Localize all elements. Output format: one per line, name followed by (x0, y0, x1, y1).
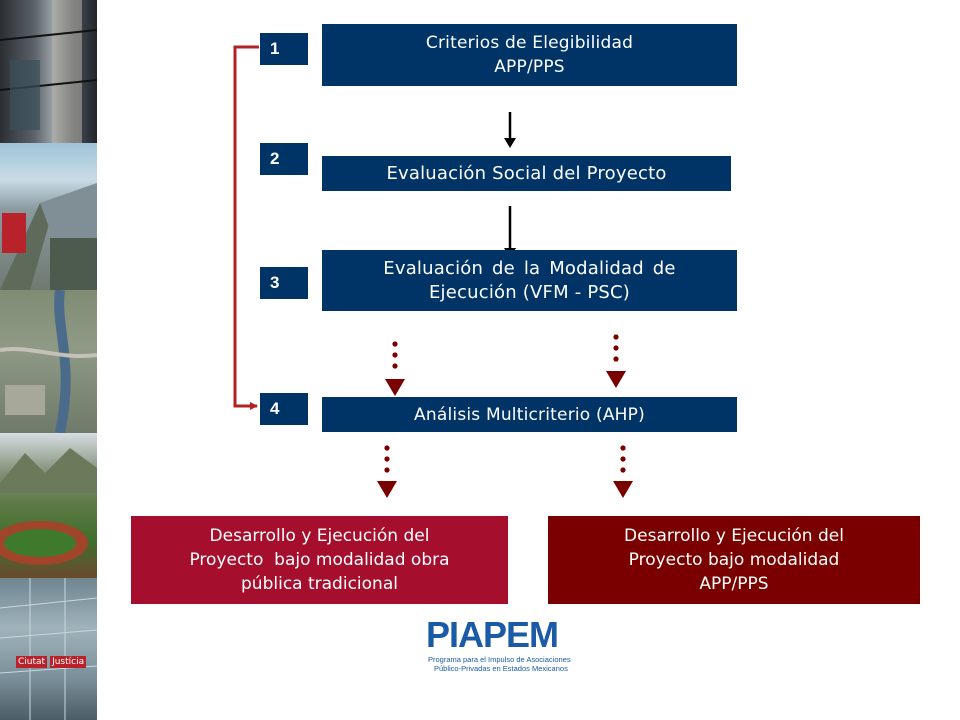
step-box-social-evaluation: Evaluación Social del Proyecto (322, 156, 731, 191)
outcome-traditional-line3: pública tradicional (241, 574, 398, 594)
outcome-app-pps: Desarrollo y Ejecución del Proyecto bajo… (548, 516, 920, 604)
outcome-traditional-line2: Proyecto bajo modalidad obra (189, 550, 450, 570)
photo-justice-building: Ciutat Justícia (0, 578, 97, 720)
photo-strip: Ciutat Justícia (0, 0, 97, 720)
logo-subtitle-line1: Programa para el Impulso de Asociaciones (428, 655, 571, 664)
photo-building-interior (0, 0, 97, 143)
step-number-4: 4 (260, 393, 308, 425)
piapem-logo: PIAPEM Programa para el Impulso de Asoci… (426, 615, 586, 675)
step-box-multicriteria-analysis: Análisis Multicriterio (AHP) (322, 397, 737, 432)
step-number-3: 3 (260, 267, 308, 299)
photo-caption-justicia: Justícia (50, 656, 87, 668)
photo-aerial-river-city (0, 290, 97, 433)
step-box-modality-evaluation: Evaluación de la Modalidad de Ejecución … (322, 250, 737, 311)
outcome-app-line1: Desarrollo y Ejecución del (624, 526, 844, 546)
outcome-app-line3: APP/PPS (699, 574, 769, 594)
dotted-arrow-left-upper (385, 341, 405, 396)
step-3-label-line1: Evaluación de la Modalidad de (383, 257, 676, 279)
step-1-label-line1: Criterios de Elegibilidad (425, 33, 634, 53)
outcome-traditional-public-works: Desarrollo y Ejecución del Proyecto bajo… (131, 516, 508, 604)
step-box-eligibility-criteria: Criterios de Elegibilidad APP/PPS (322, 24, 737, 86)
photo-caption-ciutat: Ciutat (16, 656, 48, 668)
step-1-label-line2: APP/PPS (494, 57, 565, 77)
step-4-label: Análisis Multicriterio (AHP) (414, 404, 645, 425)
dotted-arrow-right-lower (613, 445, 633, 498)
logo-subtitle-line2: Público-Privadas en Estados Mexicanos (434, 664, 568, 673)
dotted-arrow-right-upper (606, 334, 626, 388)
dotted-arrow-left-lower (377, 445, 397, 498)
outcome-traditional-line1: Desarrollo y Ejecución del (209, 526, 430, 546)
step-2-label: Evaluación Social del Proyecto (386, 162, 667, 184)
step-3-label-line2: Ejecución (VFM - PSC) (428, 281, 631, 303)
arrow-1-to-2 (504, 112, 516, 148)
step-number-2: 2 (260, 143, 308, 175)
logo-title: PIAPEM (426, 614, 559, 655)
photo-bus-station (0, 143, 97, 290)
bracket-connector (233, 45, 259, 410)
photo-stadium-mountains (0, 433, 97, 578)
logo-subtitle: Programa para el Impulso de Asociaciones… (428, 655, 588, 673)
outcome-app-line2: Proyecto bajo modalidad (628, 550, 840, 570)
step-number-1: 1 (260, 33, 308, 65)
